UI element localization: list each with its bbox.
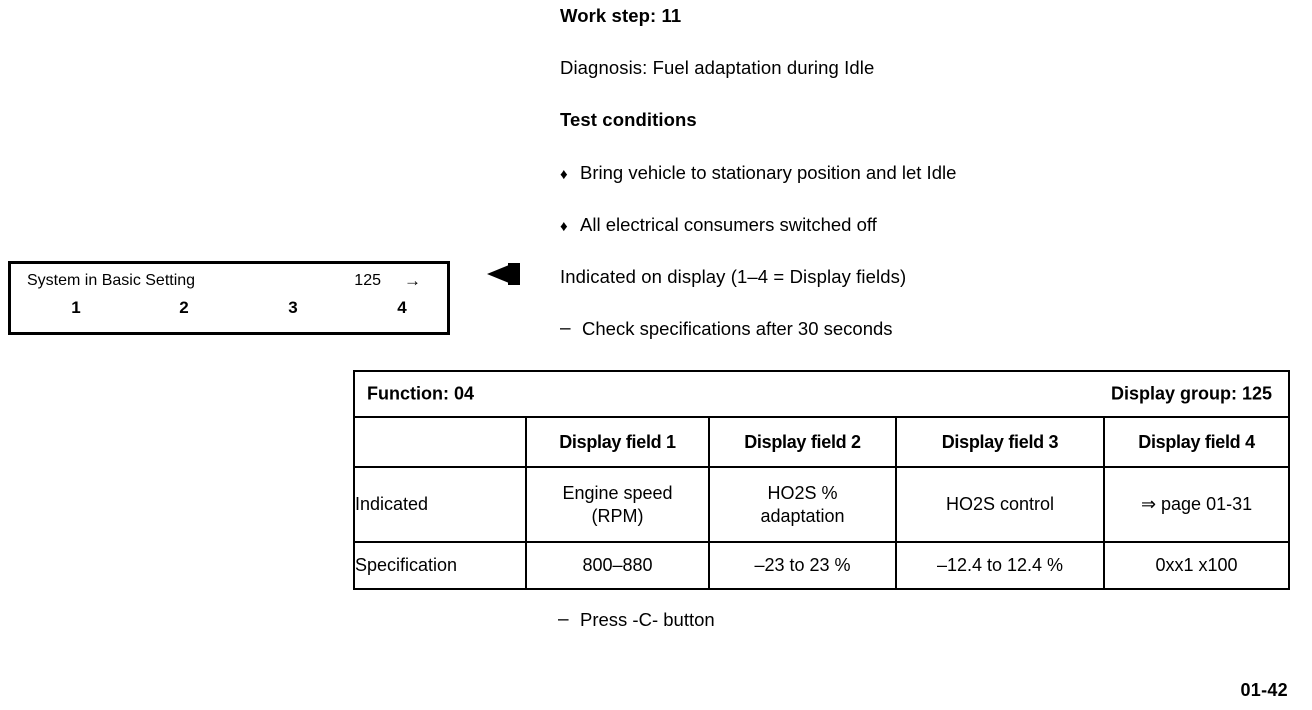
table-row: Specification 800–880 –23 to 23 % –12.4 … — [353, 541, 1291, 590]
table-cell: HO2S % adaptation — [708, 466, 897, 543]
scan-display-top-line: System in Basic Setting 125 → — [27, 271, 435, 294]
specification-table: Function: 04 Display group: 125 Display … — [352, 370, 1291, 590]
field-number-2: 2 — [179, 298, 189, 317]
test-conditions-heading: Test conditions — [560, 109, 697, 130]
scan-tool-display: System in Basic Setting 125 → 1 2 3 4 — [8, 261, 450, 335]
column-header-display-field-1: Display field 1 — [525, 416, 710, 468]
field-number-4: 4 — [397, 298, 407, 317]
diamond-bullet-icon: ♦ — [560, 166, 568, 183]
table-cell: HO2S control — [895, 466, 1105, 543]
table-row-function: Function: 04 Display group: 125 — [352, 370, 1291, 418]
column-header-display-field-3: Display field 3 — [895, 416, 1105, 468]
diamond-bullet-icon: ♦ — [560, 218, 568, 235]
test-condition-text: Bring vehicle to stationary position and… — [580, 162, 957, 183]
test-condition-item: ♦ All electrical consumers switched off — [560, 214, 877, 236]
scan-display-field-numbers: 1 2 3 4 — [14, 298, 444, 322]
function-header-cell: Function: 04 Display group: 125 — [352, 370, 1291, 418]
dash-marker: – — [560, 318, 571, 339]
table-cell: –23 to 23 % — [708, 541, 897, 590]
diagnosis-line: Diagnosis: Fuel adaptation during Idle — [560, 57, 875, 78]
dash-marker: – — [558, 609, 569, 630]
check-specifications-note: – Check specifications after 30 seconds — [560, 318, 893, 340]
press-button-note: – Press -C- button — [558, 609, 715, 631]
column-header-display-field-2: Display field 2 — [708, 416, 897, 468]
work-step-heading: Work step: 11 — [560, 5, 682, 26]
column-header-display-field-4: Display field 4 — [1102, 416, 1291, 468]
row-label-specification: Specification — [353, 541, 527, 590]
table-cell: 800–880 — [525, 541, 710, 590]
page-number: 01-42 — [1240, 680, 1288, 700]
check-specifications-text: Check specifications after 30 seconds — [582, 318, 893, 339]
press-button-text: Press -C- button — [580, 609, 715, 630]
test-condition-item: ♦ Bring vehicle to stationary position a… — [560, 162, 956, 184]
display-note: Indicated on display (1–4 = Display fiel… — [560, 266, 907, 287]
display-group-label: Display group: 125 — [1111, 383, 1273, 404]
field-number-3: 3 — [288, 298, 298, 317]
field-number-1: 1 — [71, 298, 81, 317]
table-row-column-headers: Display field 1 Display field 2 Display … — [353, 416, 1291, 468]
table-cell: 0xx1 x100 — [1102, 541, 1291, 590]
scan-display-group-number: 125 — [354, 272, 381, 289]
right-arrow-icon: → — [404, 271, 421, 290]
scan-display-title: System in Basic Setting — [27, 272, 196, 289]
column-header-blank — [353, 416, 527, 468]
row-label-indicated: Indicated — [353, 466, 527, 543]
function-label: Function: 04 — [367, 383, 474, 404]
left-pointing-triangle-icon — [485, 262, 527, 288]
table-row: Indicated Engine speed (RPM) HO2S % adap… — [353, 466, 1291, 543]
table-cell: Engine speed (RPM) — [525, 466, 710, 543]
table-cell-page-reference: ⇒ page 01-31 — [1102, 466, 1291, 543]
table-cell: –12.4 to 12.4 % — [895, 541, 1105, 590]
test-condition-text: All electrical consumers switched off — [580, 214, 877, 235]
